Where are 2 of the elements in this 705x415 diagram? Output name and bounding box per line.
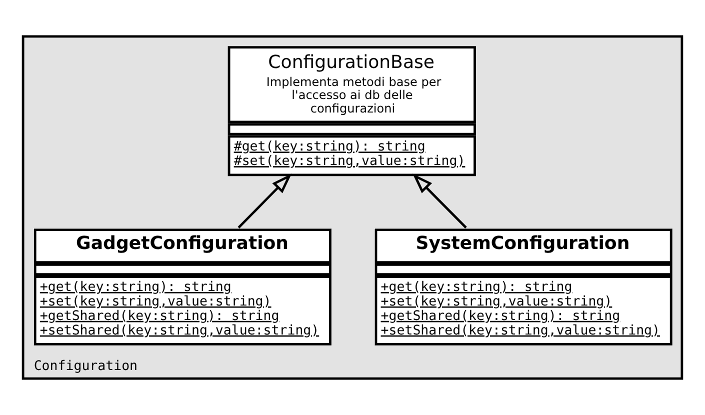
arrow (412, 174, 467, 228)
arrow (238, 174, 292, 228)
